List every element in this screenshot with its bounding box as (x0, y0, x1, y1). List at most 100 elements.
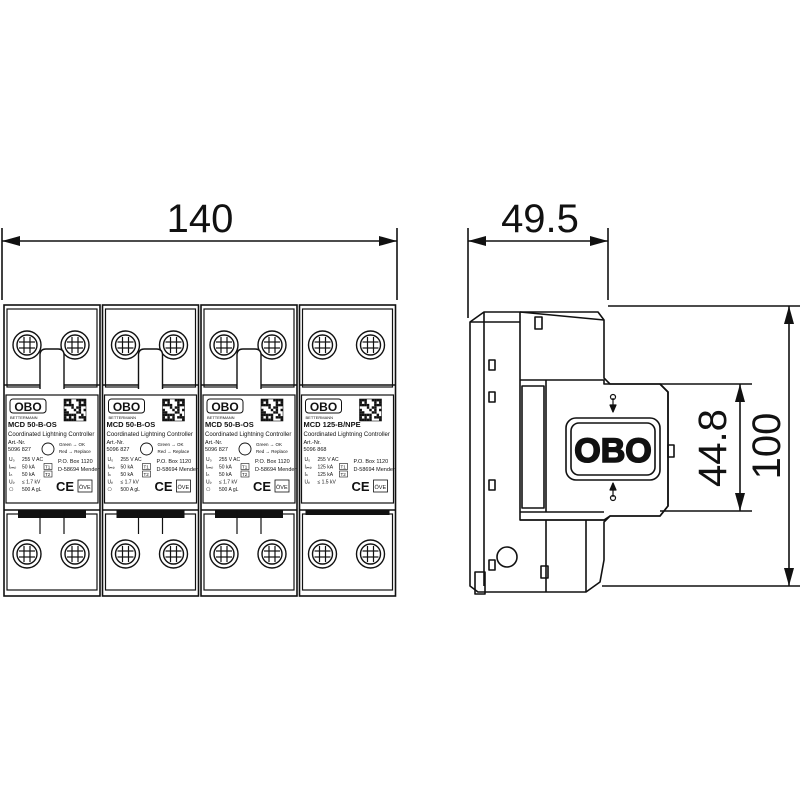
product-subtitle: Coordinated Lightning Controller (8, 432, 94, 438)
model-name: MCD 50-B-OS (205, 420, 254, 429)
terminal-screw (209, 539, 239, 569)
status-indicator (238, 442, 252, 456)
latch-clip (137, 348, 164, 389)
dimension-depth-label: 49.5 (501, 197, 579, 241)
product-subtitle: Coordinated Lightning Controller (205, 432, 291, 438)
spec-class: T2 (242, 472, 248, 477)
spec-symbol: Uₚ (108, 480, 114, 486)
dimension-height (602, 305, 800, 587)
status-green-text: Green → OK (158, 442, 184, 447)
side-logo-text: OBO (574, 432, 651, 470)
spec-value: 255 V AC (318, 457, 340, 463)
model-name: MCD 50-B-OS (8, 420, 57, 429)
spec-symbol: Iₙ (108, 472, 111, 478)
spec-class: T1 (341, 465, 347, 470)
spec-value: 50 kA (219, 472, 232, 478)
spec-value: ≤ 1.7 kV (219, 480, 238, 486)
ce-mark: CE (352, 479, 370, 494)
spec-symbol: U₀ (9, 457, 15, 463)
ve-mark-text: ÖVE (79, 484, 91, 491)
dimension-depth (467, 228, 609, 318)
spec-value: 500 A gL (121, 487, 141, 493)
address-line-1: P.O. Box 1120 (58, 459, 93, 465)
spec-value: 50 kA (219, 465, 232, 471)
spec-value: 255 V AC (219, 457, 241, 463)
address-line-1: P.O. Box 1120 (354, 459, 389, 465)
spec-value: 500 A gL (22, 487, 42, 493)
ce-mark: CE (155, 479, 173, 494)
spec-symbol: Uₚ (305, 480, 311, 486)
spec-symbol: U₀ (206, 457, 212, 463)
ve-mark-text: ÖVE (375, 484, 387, 491)
terminal-screw (110, 330, 141, 360)
spec-symbol: U₀ (108, 457, 114, 463)
spec-value: 50 kA (22, 472, 35, 478)
dimension-height-label: 100 (745, 413, 789, 480)
dimension-width-label: 140 (167, 197, 234, 241)
terminal-screw (355, 330, 386, 360)
address-line-2: D-58694 Menden (157, 467, 200, 473)
status-green-text: Green → OK (59, 442, 85, 447)
art-number: 5096 827 (205, 447, 228, 453)
address-line-1: P.O. Box 1120 (157, 459, 192, 465)
address-line-1: P.O. Box 1120 (255, 459, 290, 465)
model-name: MCD 50-B-OS (107, 420, 156, 429)
latch-clip (39, 348, 65, 389)
terminal-screw (257, 330, 287, 360)
latch-clip (236, 348, 262, 389)
spec-value: ≤ 1.5 kV (318, 480, 337, 486)
address-line-2: D-58694 Menden (255, 467, 298, 473)
spec-symbol: Iᵢₘₚ (206, 465, 213, 471)
ove-mark (274, 479, 290, 493)
spec-value: 125 kA (318, 472, 334, 478)
brand-logo: OBO (211, 400, 238, 414)
art-number: 5096 827 (8, 447, 31, 453)
spec-symbol: Iᵢₘₚ (108, 465, 115, 471)
terminal-screw (307, 539, 338, 569)
terminal-screw (60, 539, 90, 569)
spec-symbol: ⎔ (108, 487, 113, 493)
terminal-screw (307, 330, 338, 360)
spec-value: 50 kA (121, 465, 134, 471)
ce-mark: CE (56, 479, 74, 494)
spec-symbol: Iₙ (305, 472, 308, 478)
art-label: Art.-Nr. (205, 440, 223, 446)
terminal-screw (209, 330, 239, 360)
spec-symbol: ⎔ (206, 487, 211, 493)
brand-logo: OBO (310, 400, 337, 414)
spec-symbol: Iᵢₘₚ (9, 465, 16, 471)
brand-sub: BETTERMANN (207, 415, 235, 420)
terminal-screw (12, 539, 42, 569)
qr-code (260, 398, 284, 422)
dimension-cover (660, 383, 752, 512)
status-indicator (41, 442, 55, 456)
ove-mark (373, 479, 388, 493)
spec-class: T1 (45, 465, 51, 470)
spec-symbol: U₀ (305, 457, 311, 463)
spec-class: T2 (45, 472, 51, 477)
spec-symbol: Iₙ (9, 472, 12, 478)
art-number: 5096 868 (304, 447, 327, 453)
status-red-text: Red → Replace (158, 449, 190, 454)
product-subtitle: Coordinated Lightning Controller (304, 432, 390, 438)
address-line-2: D-58694 Menden (354, 467, 397, 473)
status-red-text: Red → Replace (256, 449, 288, 454)
side-slot (534, 316, 543, 330)
spec-class: T1 (242, 465, 248, 470)
dimension-cover-label: 44.8 (691, 409, 735, 487)
art-label: Art.-Nr. (304, 440, 322, 446)
terminal-screw (355, 539, 386, 569)
spec-value: ≤ 1.7 kV (22, 480, 41, 486)
terminal-screw (60, 330, 90, 360)
spec-value: 125 kA (318, 465, 334, 471)
spec-class: T2 (341, 472, 347, 477)
spec-value: 50 kA (121, 472, 134, 478)
terminal-screw (158, 330, 189, 360)
spec-class: T1 (144, 465, 150, 470)
